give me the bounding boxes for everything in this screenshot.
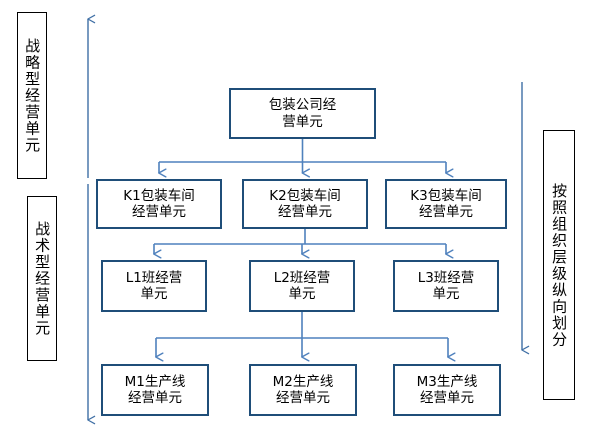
node-l1-line2: 单元 (140, 286, 168, 302)
side-label-tactical: 战术型经营单元 (27, 196, 57, 361)
node-m3-text: M3生产线 经营单元 (417, 374, 478, 407)
node-k1[interactable]: K1包装车间 经营单元 (96, 179, 222, 229)
node-m1-line2: 经营单元 (128, 390, 182, 406)
node-k3[interactable]: K3包装车间 经营单元 (385, 179, 507, 229)
node-root-line1: 包装公司经 (268, 97, 337, 114)
side-label-vertical-division-text: 按照组织层级纵向划分 (550, 182, 569, 348)
side-label-tactical-text: 战术型经营单元 (33, 220, 52, 337)
node-l3-line2: 单元 (432, 286, 460, 302)
side-label-strategic-text: 战略型经营单元 (23, 37, 42, 154)
node-k1-text: K1包装车间 经营单元 (123, 188, 194, 221)
node-root[interactable]: 包装公司经 营单元 (229, 88, 376, 139)
node-l3-line1: L3班经营 (417, 269, 475, 286)
node-l2-line2: 单元 (288, 286, 316, 302)
node-l1-text: L1班经营 单元 (126, 270, 183, 303)
edges-root-to-k (159, 139, 446, 173)
node-m2-line1: M2生产线 (272, 373, 334, 390)
node-m2-text: M2生产线 经营单元 (273, 374, 334, 407)
node-l3-text: L3班经营 单元 (418, 270, 475, 303)
node-k2[interactable]: K2包装车间 经营单元 (242, 179, 368, 229)
node-m1-text: M1生产线 经营单元 (125, 374, 186, 407)
node-k2-line1: K2包装车间 (269, 187, 341, 204)
node-k2-text: K2包装车间 经营单元 (269, 188, 340, 221)
edges-l2-to-m (156, 312, 448, 357)
node-l2-text: L2班经营 单元 (274, 270, 331, 303)
node-m1-line1: M1生产线 (124, 373, 186, 390)
node-k3-line2: 经营单元 (418, 204, 473, 220)
node-m3[interactable]: M3生产线 经营单元 (393, 364, 501, 416)
node-l2-line1: L2班经营 (273, 269, 331, 286)
node-m3-line1: M3生产线 (416, 373, 478, 390)
side-label-vertical-division: 按照组织层级纵向划分 (543, 130, 575, 400)
node-m3-line2: 经营单元 (420, 390, 474, 406)
node-k3-text: K3包装车间 经营单元 (410, 188, 481, 221)
edges-k2-to-l (154, 229, 446, 254)
node-m1[interactable]: M1生产线 经营单元 (101, 364, 209, 416)
node-k1-line2: 经营单元 (131, 204, 186, 220)
node-m2-line2: 经营单元 (276, 390, 330, 406)
side-label-strategic: 战略型经营单元 (17, 12, 47, 179)
node-l3[interactable]: L3班经营 单元 (393, 260, 499, 312)
node-l2[interactable]: L2班经营 单元 (249, 260, 355, 312)
node-root-text: 包装公司经 营单元 (269, 97, 337, 130)
node-root-line2: 营单元 (282, 113, 323, 130)
node-k1-line1: K1包装车间 (123, 187, 195, 204)
node-m2[interactable]: M2生产线 经营单元 (249, 364, 357, 416)
node-k2-line2: 经营单元 (277, 204, 332, 220)
node-k3-line1: K3包装车间 (410, 187, 482, 204)
node-l1-line1: L1班经营 (125, 269, 183, 286)
node-l1[interactable]: L1班经营 单元 (101, 260, 207, 312)
